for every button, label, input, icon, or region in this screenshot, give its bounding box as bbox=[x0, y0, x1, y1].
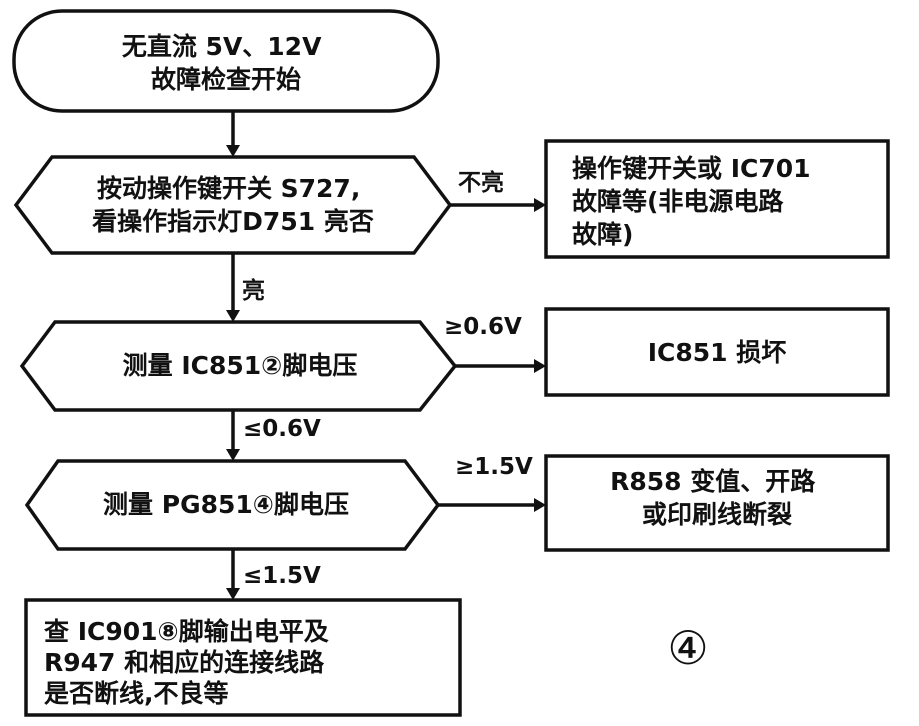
arrowhead-press-to-ic851 bbox=[226, 310, 240, 322]
edge-label-le-06: ≤0.6V bbox=[243, 416, 321, 442]
ic851-bad-line-1: IC851 损坏 bbox=[648, 338, 787, 367]
arrowhead-start-to-press bbox=[226, 145, 240, 157]
figure-label: ④ bbox=[667, 621, 708, 675]
measure-ic851-line-1: 测量 IC851②脚电压 bbox=[123, 351, 358, 380]
measure-ic851-decision bbox=[19, 320, 458, 412]
measure-pg851-decision bbox=[24, 459, 441, 551]
edge-label-lit: 亮 bbox=[242, 277, 265, 304]
arrowhead-pg851-to-r858 bbox=[534, 498, 546, 512]
arrowhead-pg851-to-ic901 bbox=[226, 588, 240, 600]
key-fault-line-2: 故障等(非电源电路 bbox=[572, 187, 784, 216]
press-key-line-1: 按动操作键开关 S727, bbox=[97, 174, 360, 203]
check-ic901-line-2: R947 和相应的连接线路 bbox=[44, 648, 325, 677]
r858-fault-line-2: 或印刷线断裂 bbox=[642, 500, 792, 529]
press-key-text: 按动操作键开关 S727, 看操作指示灯D751 亮否 bbox=[92, 174, 374, 236]
edge-label-not-lit: 不亮 bbox=[458, 169, 504, 196]
key-fault-line-1: 操作键开关或 IC701 bbox=[572, 154, 811, 183]
start-line-2: 故障检查开始 bbox=[151, 65, 301, 94]
check-ic901-line-1: 查 IC901⑧脚输出电平及 bbox=[44, 617, 329, 646]
start-text: 无直流 5V、12V 故障检查开始 bbox=[122, 32, 330, 94]
key-fault-line-3: 故障) bbox=[572, 220, 633, 249]
edge-label-le-15: ≤1.5V bbox=[243, 563, 321, 589]
press-key-decision bbox=[13, 155, 453, 255]
check-ic901-line-3: 是否断线,不良等 bbox=[44, 679, 229, 708]
check-ic901-text: 查 IC901⑧脚输出电平及 R947 和相应的连接线路 是否断线,不良等 bbox=[44, 617, 337, 708]
r858-fault-box bbox=[544, 454, 890, 552]
key-fault-box bbox=[544, 139, 890, 259]
press-key-line-2: 看操作指示灯D751 亮否 bbox=[92, 207, 374, 236]
ic851-bad-box bbox=[544, 307, 890, 397]
check-ic901-box bbox=[24, 598, 462, 717]
key-fault-text: 操作键开关或 IC701 故障等(非电源电路 故障) bbox=[572, 154, 819, 249]
start-terminal bbox=[12, 9, 440, 113]
ic851-bad-text: IC851 损坏 bbox=[648, 338, 787, 367]
arrowhead-press-to-fault bbox=[534, 198, 546, 212]
arrowhead-ic851-to-bad bbox=[534, 359, 546, 373]
arrowhead-ic851-to-pg851 bbox=[226, 449, 240, 461]
edge-label-ge-15: ≥1.5V bbox=[455, 454, 533, 480]
r858-fault-text: R858 变值、开路 或印刷线断裂 bbox=[610, 467, 824, 529]
measure-pg851-line-1: 测量 PG851④脚电压 bbox=[103, 490, 349, 519]
measure-ic851-text: 测量 IC851②脚电压 bbox=[123, 351, 358, 380]
measure-pg851-text: 测量 PG851④脚电压 bbox=[103, 490, 349, 519]
edge-label-ge-06: ≥0.6V bbox=[444, 314, 522, 340]
start-line-1: 无直流 5V、12V bbox=[122, 32, 322, 61]
r858-fault-line-1: R858 变值、开路 bbox=[610, 467, 816, 496]
